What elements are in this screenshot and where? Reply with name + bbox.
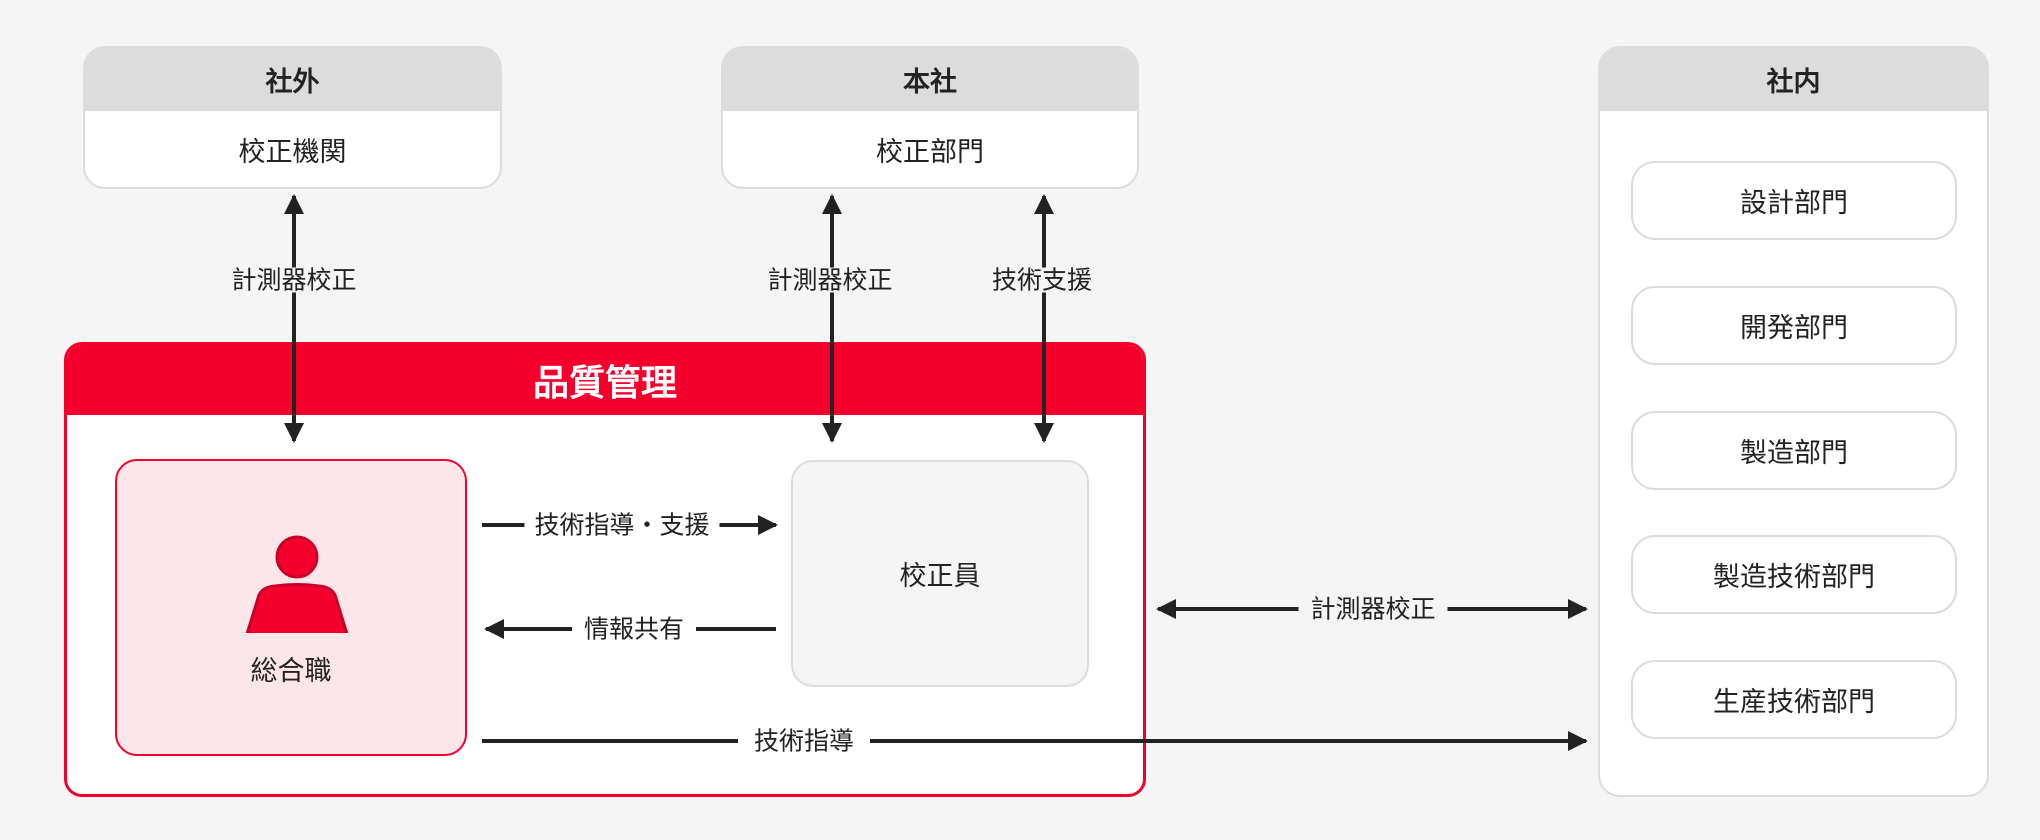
label-info-share: 情報共有 (571, 616, 697, 642)
generalist-node: 総合職 (115, 459, 467, 756)
external-card-header: 社外 (85, 48, 500, 111)
label-head-support: 技術支援 (985, 267, 1099, 293)
head-office-card-header: 本社 (723, 48, 1137, 111)
label-internal-calibration: 計測器校正 (1298, 596, 1448, 622)
person-icon (245, 535, 349, 637)
department-manufacturing-engineering: 製造技術部門 (1631, 535, 1957, 614)
department-design: 設計部門 (1631, 161, 1957, 240)
quality-management-title: 品質管理 (67, 345, 1143, 415)
head-office-card: 本社 校正部門 (721, 46, 1139, 189)
external-card: 社外 校正機関 (83, 46, 502, 189)
calibration-agency: 校正機関 (238, 136, 347, 168)
label-tech-guidance: 技術指導 (737, 728, 871, 754)
generalist-label: 総合職 (250, 656, 332, 687)
department-manufacturing: 製造部門 (1631, 411, 1957, 490)
calibrator-node: 校正員 (791, 460, 1089, 687)
label-external-calibration: 計測器校正 (225, 267, 363, 293)
calibration-department: 校正部門 (876, 136, 984, 168)
label-head-calibration: 計測器校正 (761, 267, 899, 293)
department-production-engineering: 生産技術部門 (1631, 660, 1957, 739)
department-development: 開発部門 (1631, 286, 1957, 365)
calibrator-label: 校正員 (899, 561, 981, 592)
internal-card-header: 社内 (1600, 48, 1987, 111)
label-guidance-support: 技術指導・支援 (524, 512, 720, 538)
